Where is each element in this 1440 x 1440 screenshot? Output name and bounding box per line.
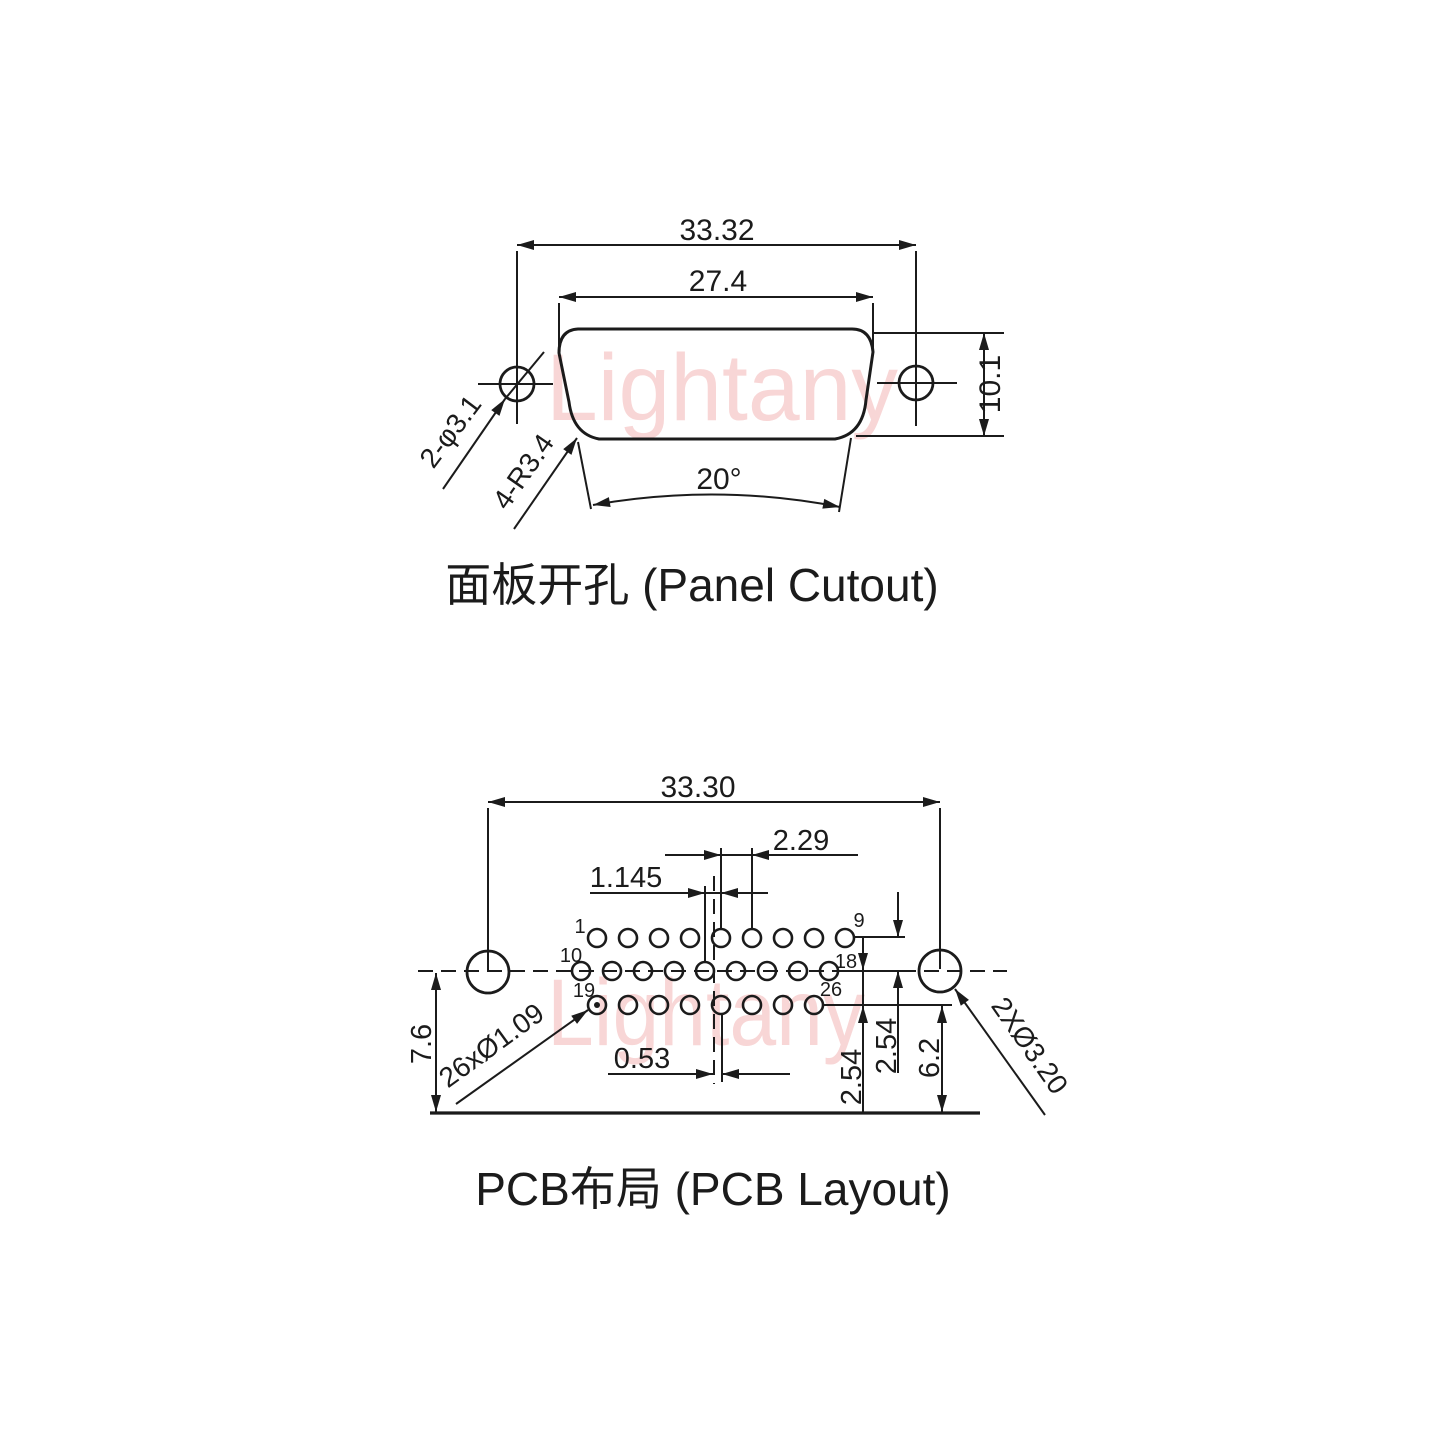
dim-value: 33.30 [660,771,735,804]
pcb-layout-title: PCB布局 (PCB Layout) [475,1163,950,1215]
dim-value: 0.53 [614,1043,670,1075]
pin-hole [632,960,654,982]
pin-hole [787,960,809,982]
callout-label: 2XØ3.20 [985,991,1074,1099]
dim-value: 1.145 [590,862,663,894]
panel-cutout-title: 面板开孔 (Panel Cutout) [445,559,938,611]
pin-label-26: 26 [820,979,842,1001]
leader-line [442,398,506,490]
angle-arc [592,493,841,509]
dim-value: 6.2 [914,1038,946,1078]
dim-side-angle: 20° [577,437,852,513]
pin-hole [772,994,794,1016]
pin-hole [617,927,639,949]
pin-label-18: 18 [835,951,857,973]
pin-hole [741,927,763,949]
pin-number-labels: 1 9 10 18 19 26 [560,910,865,1002]
pin-hole [663,960,685,982]
leader-line-overrun [504,351,545,400]
pin-hole [710,927,732,949]
dim-opening-width: 27.4 [558,265,874,352]
angle-ext-right [838,437,852,513]
leader-line [954,988,1046,1116]
callout-label: 4-R3.4 [486,428,560,515]
dim-value: 2.29 [773,825,829,857]
pin-19-center-dot [594,1002,600,1008]
pin-hole [694,960,716,982]
pin-hole [586,994,608,1016]
pin-hole [803,927,825,949]
dim-overall-width: 33.32 [517,214,916,250]
pin-hole [741,994,763,1016]
pin-hole [679,927,701,949]
dim-bottom-margin: 6.2 [914,1006,947,1112]
dim-overall-width: 33.30 [487,771,941,970]
pin-hole [570,960,592,982]
pin-hole [601,960,623,982]
dim-value: 10.1 [974,355,1007,413]
pin-hole [648,927,670,949]
pin-row-middle [570,960,840,982]
leader-line [455,1009,589,1105]
pin-hole [772,927,794,949]
dim-value: 33.32 [679,214,754,247]
callout-corner-radius: 4-R3.4 [486,428,578,530]
dim-value: 20° [696,463,741,496]
panel-cutout-drawing: 33.32 27.4 10.1 2-φ3.1 4-R3.4 [413,214,1007,611]
pin-label-19: 19 [573,980,595,1002]
leader-line [513,437,578,530]
dim-value: 2.54 [836,1049,868,1105]
pin-hole [725,960,747,982]
dim-value: 2.54 [871,1018,903,1074]
pin-hole [834,927,856,949]
callout-label: 2-φ3.1 [413,389,487,473]
dim-row-spacing-left: 2.54 [836,937,868,1112]
pin-label-10: 10 [560,945,582,967]
pin-hole [586,927,608,949]
dim-left-height: 7.6 [406,973,441,1112]
watermark-top: Lightany [546,335,898,441]
pin-hole [756,960,778,982]
pin-hole [617,994,639,1016]
dim-row-spacing-right: 2.54 [871,892,903,1074]
pin-label-9: 9 [853,910,864,932]
pin-row-top [586,927,856,949]
callout-mount-holes: 2XØ3.20 [954,988,1074,1116]
dim-value: 7.6 [406,1024,438,1064]
dim-pin-pitch: 2.29 [665,825,858,928]
dim-center-offset: 0.53 [608,1014,790,1082]
pin-hole [648,994,670,1016]
dim-opening-height: 10.1 [856,332,1007,437]
angle-ext-left [577,441,592,510]
dim-half-pitch: 1.145 [590,862,768,961]
pin-label-1: 1 [574,916,585,938]
dim-value: 27.4 [689,265,747,298]
pin-hole [679,994,701,1016]
